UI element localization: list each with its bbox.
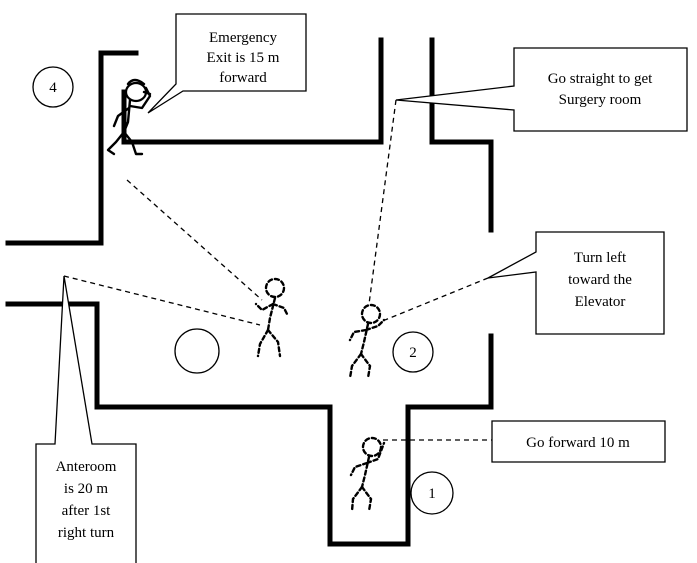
marker-2: 2 <box>392 331 434 373</box>
wall-lower-left <box>5 301 494 547</box>
callout-elevator-line-1: Turn left <box>574 250 627 266</box>
walker-figure-junction <box>254 277 290 358</box>
marker-3 <box>174 328 220 374</box>
callout-anteroom-line-2: is 20 m <box>64 481 109 497</box>
callout-go-forward-line-1: Go forward 10 m <box>526 435 630 451</box>
marker-4: 4 <box>32 66 74 108</box>
callout-surgery-room-box <box>395 47 688 132</box>
sight-line-to-exit <box>126 179 263 301</box>
callout-anteroom-line-4: right turn <box>58 525 115 541</box>
wall-upper-right <box>429 37 494 233</box>
marker-4-circle <box>32 66 74 108</box>
callout-elevator-box <box>487 231 665 335</box>
callout-go-forward: Go forward 10 m <box>491 420 666 463</box>
callout-elevator-line-2: toward the <box>568 272 632 288</box>
walker-figure-position-1 <box>349 436 386 513</box>
marker-2-label: 2 <box>409 345 417 361</box>
callout-emergency-exit-line-3: forward <box>219 70 267 86</box>
callout-elevator-line-3: Elevator <box>575 294 626 310</box>
callout-surgery-room-line-2: Surgery room <box>559 92 642 108</box>
callout-surgery-room-line-1: Go straight to get <box>548 71 653 87</box>
marker-2-circle <box>392 331 434 373</box>
callout-elevator: Turn left toward the Elevator <box>487 231 665 335</box>
callout-emergency-exit-line-2: Exit is 15 m <box>207 50 280 66</box>
callout-emergency-exit-box <box>147 13 307 114</box>
callout-anteroom: Anteroom is 20 m after 1st right turn <box>35 275 137 563</box>
wall-upper-left-room <box>121 37 384 145</box>
sight-lines <box>63 99 492 441</box>
callout-surgery-room: Go straight to get Surgery room <box>395 47 688 132</box>
walls <box>5 37 494 547</box>
callout-anteroom-line-1: Anteroom <box>56 459 117 475</box>
callout-go-forward-box <box>491 420 666 463</box>
callout-emergency-exit: Emergency Exit is 15 m forward <box>147 13 307 114</box>
marker-3-circle <box>174 328 220 374</box>
sight-line-to-anteroom <box>63 275 261 326</box>
wall-upper-left-corridor <box>5 50 139 246</box>
sight-line-to-surgery <box>368 99 397 305</box>
walker-figure-position-2 <box>348 303 386 380</box>
callout-anteroom-box <box>35 275 137 563</box>
marker-1-label: 1 <box>428 486 436 502</box>
marker-4-label: 4 <box>49 80 57 96</box>
callout-anteroom-line-3: after 1st <box>62 503 112 519</box>
callout-emergency-exit-line-1: Emergency <box>209 30 278 46</box>
marker-1: 1 <box>410 471 454 515</box>
sight-line-to-elevator <box>384 277 489 321</box>
standing-figure-exit <box>106 78 152 156</box>
marker-1-circle <box>410 471 454 515</box>
